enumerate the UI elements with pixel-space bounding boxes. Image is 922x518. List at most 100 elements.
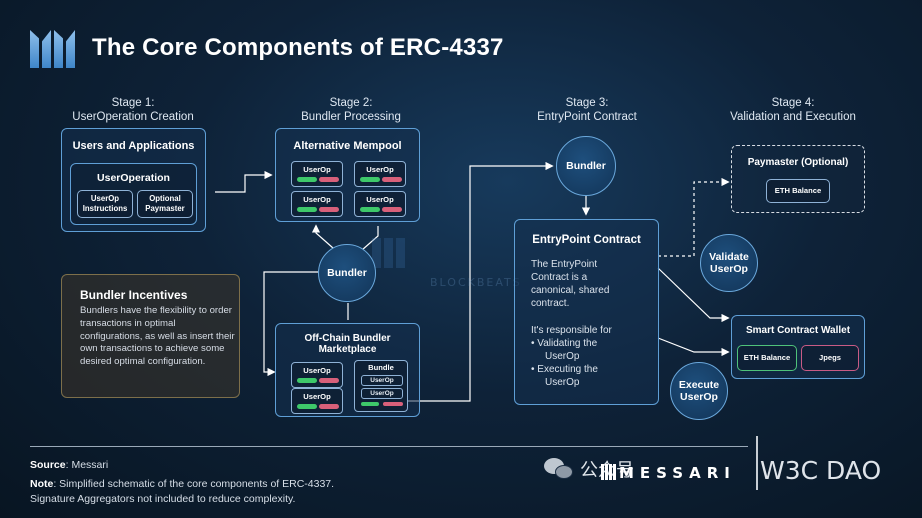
note-line-2: Signature Aggregators not included to re…: [30, 493, 296, 505]
source-value: : Messari: [65, 459, 109, 471]
wechat-bubble-front: [555, 465, 573, 479]
marketplace-userop-2-label: UserOp: [303, 392, 331, 401]
userop-red-bar: [319, 404, 339, 409]
entrypoint-contract-box: EntryPoint Contract The EntryPoint Contr…: [514, 219, 659, 405]
wallet-eth-balance-chip: ETH Balance: [737, 345, 797, 371]
wechat-icon: [544, 454, 574, 484]
stage-4-header: Stage 4: Validation and Execution: [712, 96, 874, 124]
entrypoint-responsibilities: It's responsible for • Validating the Us…: [531, 324, 612, 389]
userop-green-bar: [360, 207, 380, 212]
marketplace-title-line2: Marketplace: [318, 344, 377, 355]
stage-3-name: EntryPoint Contract: [537, 111, 637, 123]
alternative-mempool-box: Alternative Mempool UserOp UserOp UserOp…: [275, 128, 420, 222]
optional-paymaster-chip: Optional Paymaster: [137, 190, 193, 218]
bullet-validating: • Validating the: [531, 338, 598, 349]
stage-2-header: Stage 2: Bundler Processing: [280, 96, 422, 124]
optional-paymaster-line1: Optional: [149, 194, 181, 203]
userop-red-bar: [382, 177, 402, 182]
mempool-userop-2-label: UserOp: [366, 165, 394, 174]
bundler-incentives-title: Bundler Incentives: [80, 288, 188, 302]
marketplace-title-line1: Off-Chain Bundler: [304, 333, 391, 344]
useroperation-title: UserOperation: [97, 172, 170, 184]
mempool-userop-4: UserOp: [354, 191, 406, 217]
messari-logo: [30, 26, 76, 68]
bundle-green-bar: [361, 402, 379, 406]
bullet-executing-cont: UserOp: [545, 377, 580, 388]
bundler-circle-stage3: Bundler: [556, 136, 616, 196]
mempool-userop-4-label: UserOp: [366, 195, 394, 204]
userop-red-bar: [319, 207, 339, 212]
mempool-userop-3-label: UserOp: [303, 195, 331, 204]
userop-green-bar: [297, 177, 317, 182]
userop-instructions-chip: UserOp Instructions: [77, 190, 133, 218]
messari-mark-icon: [601, 464, 616, 480]
messari-brand-text: MESSARI: [619, 464, 736, 482]
userop-instructions-line1: UserOp: [90, 194, 120, 203]
bundle-userop-2: UserOp: [361, 388, 403, 399]
marketplace-userop-2: UserOp: [291, 388, 343, 414]
entrypoint-desc-line2: Contract is a: [531, 272, 588, 283]
bundle-chip: Bundle UserOp UserOp: [354, 360, 408, 412]
userop-instructions-line2: Instructions: [82, 204, 128, 213]
userop-red-bar: [319, 378, 339, 383]
entrypoint-responsible-for: It's responsible for: [531, 325, 612, 336]
source-label: Source: [30, 459, 66, 471]
smart-contract-wallet-box: Smart Contract Wallet ETH Balance Jpegs: [731, 315, 865, 379]
mempool-userop-2: UserOp: [354, 161, 406, 187]
validate-line2: UserOp: [710, 263, 748, 275]
entrypoint-title: EntryPoint Contract: [532, 234, 641, 246]
userop-green-bar: [360, 177, 380, 182]
marketplace-userop-1-label: UserOp: [303, 366, 331, 375]
execute-line1: Execute: [678, 379, 720, 391]
wallet-jpegs-chip: Jpegs: [801, 345, 859, 371]
bundler-incentives-box: Bundler Incentives Bundlers have the fle…: [61, 274, 240, 398]
stage-4-number: Stage 4:: [771, 97, 815, 109]
userop-green-bar: [297, 404, 317, 409]
stage-3-header: Stage 3: EntryPoint Contract: [516, 96, 658, 124]
arrow-entrypoint-to-wallet-execute: [657, 337, 730, 357]
watermark-separator: [756, 436, 758, 490]
entrypoint-description: The EntryPoint Contract is a canonical, …: [531, 258, 609, 310]
useroperation-box: UserOperation UserOp Instructions Option…: [70, 163, 197, 225]
mempool-userop-1-label: UserOp: [303, 165, 331, 174]
stage-3-number: Stage 3:: [565, 97, 609, 109]
paymaster-optional-box: Paymaster (Optional) ETH Balance: [731, 145, 865, 213]
note-line: Note: Simplified schematic of the core c…: [30, 478, 334, 490]
bullet-executing: • Executing the: [531, 364, 598, 375]
users-and-applications-box: Users and Applications UserOperation Use…: [61, 128, 206, 232]
off-chain-bundler-marketplace-box: Off-Chain Bundler Marketplace UserOp Use…: [275, 323, 420, 417]
stage-1-header: Stage 1: UserOperation Creation: [62, 96, 204, 124]
blockbeats-watermark: BLOCKBEATS: [372, 236, 522, 296]
optional-paymaster-line2: Paymaster: [145, 204, 185, 213]
userop-green-bar: [297, 207, 317, 212]
source-line: Source: Messari: [30, 459, 108, 471]
userop-red-bar: [319, 177, 339, 182]
footer-divider: [30, 446, 748, 447]
blockbeats-watermark-text: BLOCKBEATS: [430, 276, 522, 289]
alternative-mempool-title: Alternative Mempool: [293, 140, 402, 152]
w3c-dao-watermark: W3C DAO: [760, 456, 882, 485]
execute-line2: UserOp: [680, 391, 718, 403]
userop-green-bar: [297, 378, 317, 383]
validate-line1: Validate: [709, 251, 749, 263]
entrypoint-desc-line1: The EntryPoint: [531, 259, 598, 270]
userop-red-bar: [382, 207, 402, 212]
entrypoint-desc-line3: canonical, shared: [531, 285, 610, 296]
smart-contract-wallet-title: Smart Contract Wallet: [745, 325, 851, 336]
bundle-red-bar: [383, 402, 403, 406]
note-label: Note: [30, 478, 54, 490]
arrow-userop-to-mempool: [215, 170, 273, 193]
bundle-label: Bundle: [368, 363, 394, 372]
users-and-applications-title: Users and Applications: [72, 140, 195, 152]
bundle-userop-1: UserOp: [361, 375, 403, 386]
paymaster-eth-balance-chip: ETH Balance: [766, 179, 830, 203]
stage-2-name: Bundler Processing: [301, 111, 401, 123]
stage-1-number: Stage 1:: [111, 97, 155, 109]
arrow-bundler-to-mempool: [311, 224, 334, 249]
mempool-userop-3: UserOp: [291, 191, 343, 217]
marketplace-userop-1: UserOp: [291, 362, 343, 388]
stage-1-name: UserOperation Creation: [72, 111, 194, 123]
paymaster-title: Paymaster (Optional): [747, 157, 849, 168]
